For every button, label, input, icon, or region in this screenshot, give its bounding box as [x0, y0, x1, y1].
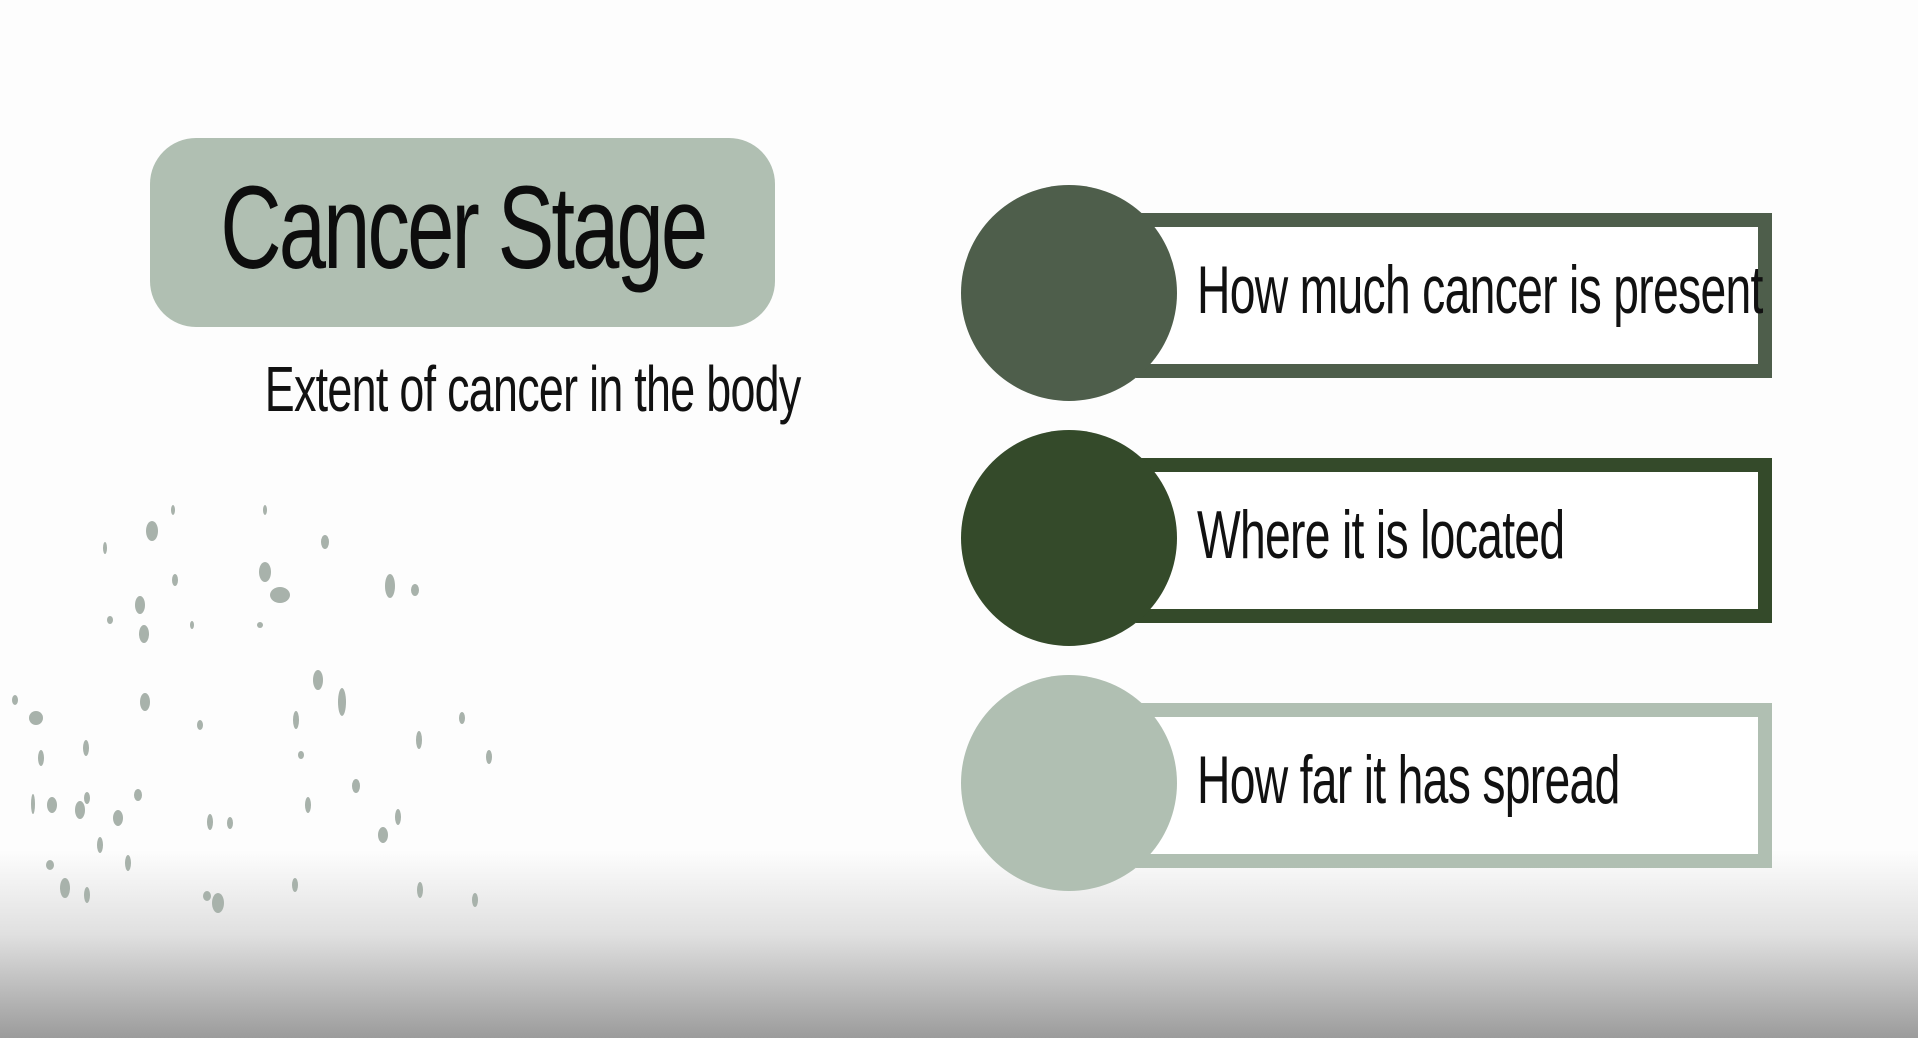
item-label-location: Where it is located — [1197, 496, 1737, 574]
item-row-amount: How much cancer is present — [961, 185, 1772, 401]
slide-title: Cancer Stage — [220, 161, 708, 294]
speckle-decoration: 463" rx="3" ry="5"/> — [12, 505, 492, 913]
item-circle-spread — [961, 675, 1177, 891]
subtitle-text: Extent of cancer in the body — [264, 353, 801, 425]
item-row-location: Where it is located — [961, 430, 1772, 646]
item-box-spread — [1136, 703, 1772, 868]
item-label-text: How far it has spread — [1197, 741, 1620, 818]
item-row-spread: How far it has spread — [961, 675, 1772, 891]
item-label-text: Where it is located — [1197, 496, 1565, 573]
item-box-location — [1136, 458, 1772, 623]
title-box: Cancer Stage — [150, 138, 775, 327]
speckle-dots: 463" rx="3" ry="5"/> — [12, 505, 492, 913]
item-circle-amount — [961, 185, 1177, 401]
bottom-gradient-shade — [0, 850, 1918, 1038]
item-label-text: How much cancer is present — [1197, 251, 1763, 328]
item-circle-location — [961, 430, 1177, 646]
slide-subtitle: Extent of cancer in the body — [150, 352, 801, 426]
item-label-spread: How far it has spread — [1197, 741, 1819, 819]
item-label-amount: How much cancer is present — [1197, 251, 1918, 329]
